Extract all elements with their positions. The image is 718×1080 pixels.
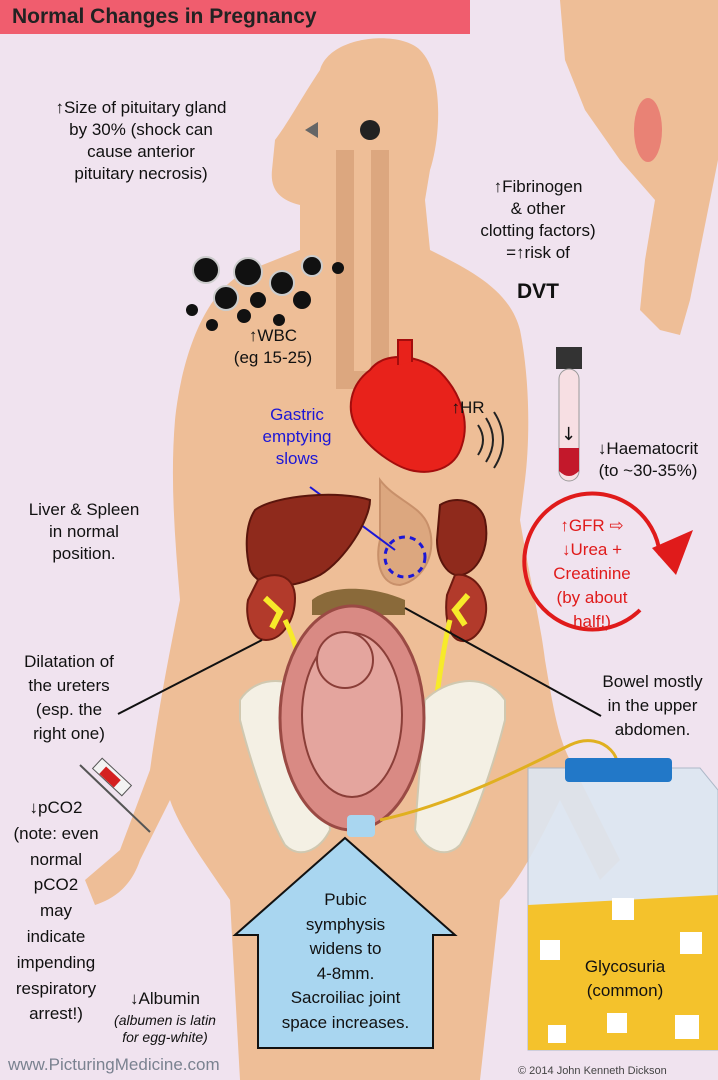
dvt-label: DVT — [517, 280, 559, 303]
albumin-label: ↓Albumin — [130, 989, 200, 1008]
leg-illustration — [560, 0, 718, 335]
copyright-footer: © 2014 John Kenneth Dickson — [518, 1065, 667, 1077]
haematocrit-label: ↓Haematocrit(to ~30-35%) — [597, 439, 699, 480]
svg-text:↓: ↓ — [561, 424, 576, 445]
pubic-arrow — [232, 836, 458, 1049]
glycosuria-label: Glycosuria(common) — [584, 957, 666, 1000]
catheter-bag-icon — [379, 739, 718, 1051]
heart-icon — [349, 356, 466, 473]
kidney-left-icon — [445, 573, 488, 643]
liver-icon — [245, 493, 372, 587]
spleen-icon — [435, 499, 488, 577]
heart-rate-label: ↑HR — [451, 398, 485, 417]
wbc-label: ↑WBC(eg 15-25) — [233, 326, 313, 367]
syringe-icon — [79, 757, 151, 833]
website-footer: www.PicturingMedicine.com — [8, 1055, 220, 1074]
page-title: Normal Changes in Pregnancy — [0, 0, 470, 34]
white-blood-cells-icon — [186, 255, 344, 331]
